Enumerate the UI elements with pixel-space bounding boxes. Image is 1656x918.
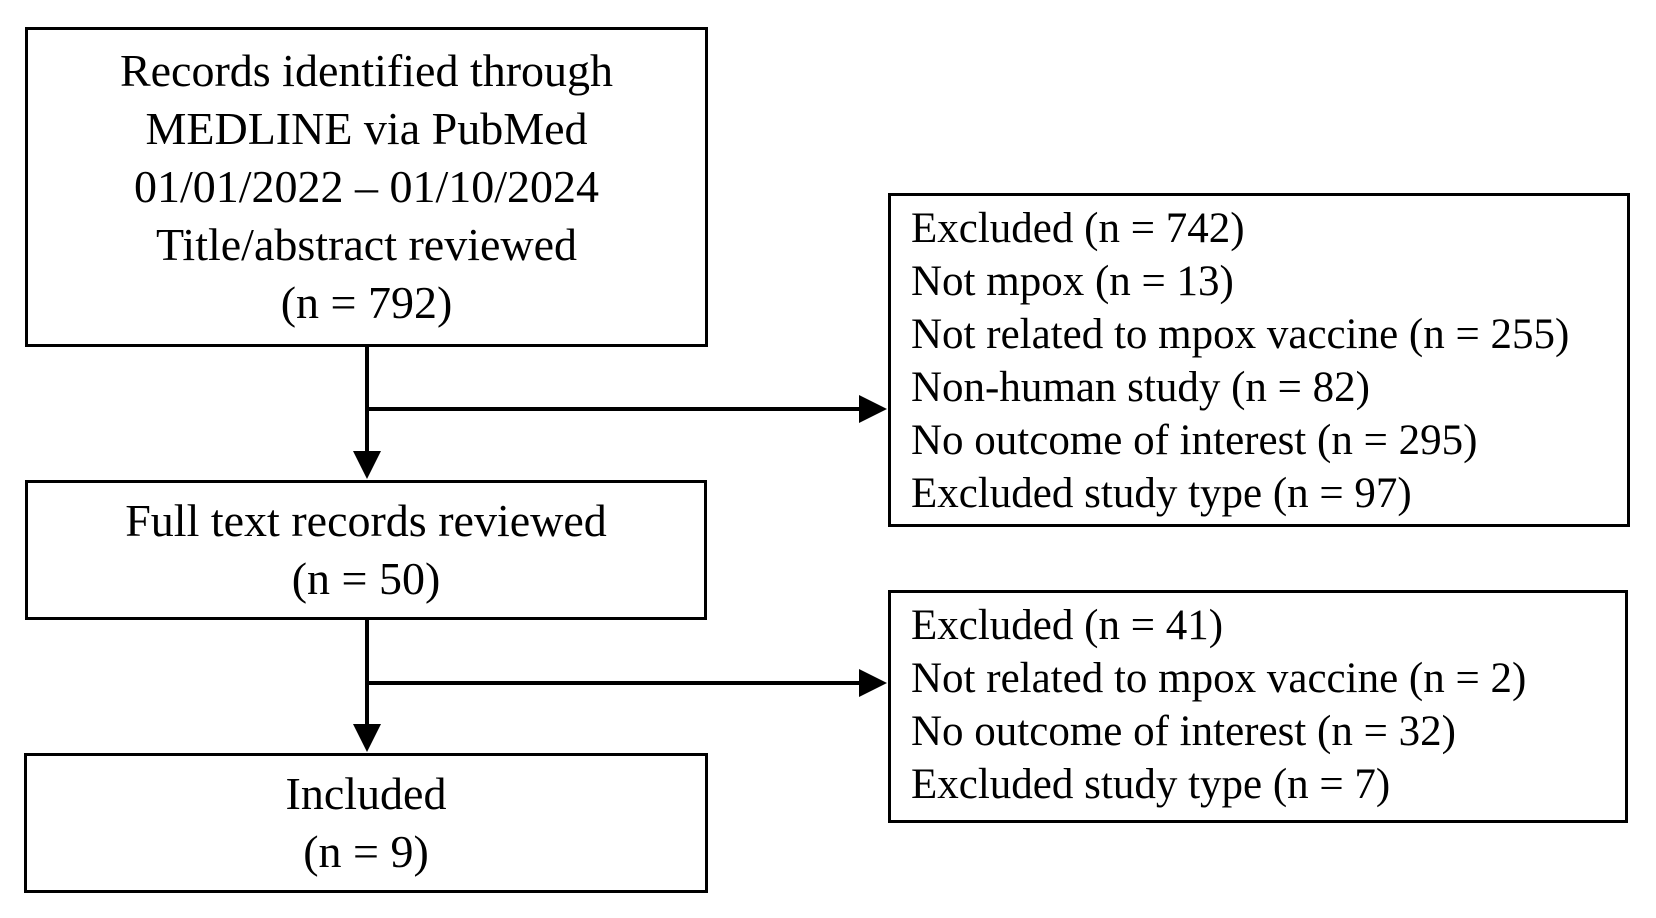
box-text-line: 01/01/2022 – 01/10/2024: [133, 161, 600, 212]
box-text-line: (n = 792): [280, 277, 453, 328]
records-identified-box: Records identified through MEDLINE via P…: [25, 27, 708, 347]
box-text-line: (n = 50): [291, 553, 441, 604]
box-text-line: Not related to mpox vaccine (n = 255): [911, 311, 1570, 358]
arrow-right-2-head-icon: [859, 669, 887, 697]
box-text-line: Title/abstract reviewed: [155, 219, 578, 270]
box-text-line: Excluded study type (n = 97): [911, 470, 1412, 517]
box-text-line: MEDLINE via PubMed: [145, 103, 588, 154]
box-text-line: Not mpox (n = 13): [911, 258, 1234, 305]
box-text-line: (n = 9): [303, 826, 429, 877]
box-text-line: Not related to mpox vaccine (n = 2): [911, 655, 1527, 702]
box-text-line: Excluded (n = 742): [911, 205, 1245, 252]
arrow-down-2-head-icon: [353, 724, 381, 752]
included-box: Included (n = 9): [24, 753, 708, 893]
box-text-line: Included: [285, 768, 447, 819]
box-text-line: Records identified through: [119, 45, 614, 96]
arrow-down-1-head-icon: [353, 451, 381, 479]
excluded-full-text-box: Excluded (n = 41) Not related to mpox va…: [888, 590, 1628, 823]
box-text-line: No outcome of interest (n = 295): [911, 417, 1478, 464]
box-text-line: No outcome of interest (n = 32): [911, 708, 1456, 755]
excluded-title-abstract-box: Excluded (n = 742) Not mpox (n = 13) Not…: [888, 193, 1630, 527]
box-text-line: Full text records reviewed: [125, 495, 607, 546]
full-text-reviewed-box: Full text records reviewed (n = 50): [25, 480, 707, 620]
box-text-line: Excluded study type (n = 7): [911, 761, 1391, 808]
box-text-line: Excluded (n = 41): [911, 602, 1224, 649]
box-text-line: Non-human study (n = 82): [911, 364, 1370, 411]
arrow-right-1-head-icon: [859, 395, 887, 423]
